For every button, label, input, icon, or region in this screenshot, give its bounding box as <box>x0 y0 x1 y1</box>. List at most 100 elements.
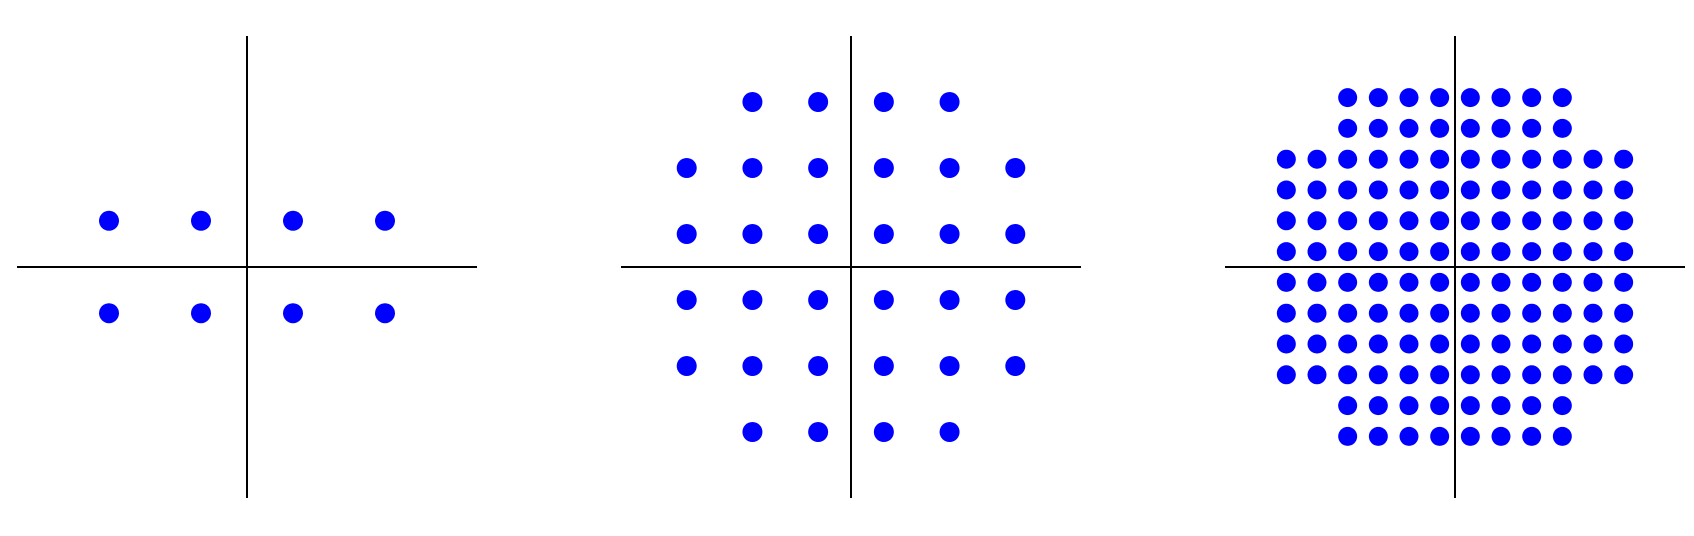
constellation-point <box>676 224 697 244</box>
constellation-point <box>1307 334 1327 354</box>
constellation-point <box>283 210 303 231</box>
constellation-point <box>1522 426 1542 446</box>
constellation-point <box>1368 180 1388 200</box>
constellation-point <box>1522 334 1542 354</box>
constellation-point <box>1583 303 1603 323</box>
constellation-point <box>375 303 395 324</box>
constellation-point <box>1430 365 1450 385</box>
constellation-point <box>1460 88 1480 108</box>
constellation-point <box>1307 365 1327 385</box>
constellation-point <box>1338 242 1358 262</box>
constellation-point <box>1522 88 1542 108</box>
constellation-point <box>1430 88 1450 108</box>
constellation-point <box>1460 272 1480 292</box>
constellation-point <box>1005 158 1026 178</box>
constellation-point <box>808 92 829 112</box>
constellation-point <box>1522 242 1542 262</box>
constellation-point <box>1430 303 1450 323</box>
constellation-panel-128 <box>1225 36 1685 498</box>
constellation-point <box>1338 396 1358 416</box>
constellation-point <box>1583 211 1603 231</box>
constellation-point <box>1338 88 1358 108</box>
constellation-point <box>1614 211 1634 231</box>
constellation-point <box>1460 242 1480 262</box>
constellation-point <box>742 356 763 376</box>
constellation-point <box>1338 303 1358 323</box>
constellation-point <box>1552 365 1572 385</box>
constellation-point <box>1276 149 1296 169</box>
constellation-point <box>1368 272 1388 292</box>
constellation-point <box>1460 211 1480 231</box>
constellation-point <box>1368 334 1388 354</box>
constellation-point <box>1338 365 1358 385</box>
constellation-point <box>1338 118 1358 138</box>
constellation-point <box>1491 149 1511 169</box>
constellation-point <box>1522 303 1542 323</box>
constellation-point <box>1338 211 1358 231</box>
constellation-point <box>1522 396 1542 416</box>
constellation-point <box>1614 272 1634 292</box>
constellation-point <box>1399 334 1419 354</box>
constellation-point <box>1430 242 1450 262</box>
constellation-point <box>191 210 211 231</box>
constellation-point <box>1583 180 1603 200</box>
constellation-point <box>1614 180 1634 200</box>
constellation-point <box>1338 149 1358 169</box>
constellation-point <box>1430 149 1450 169</box>
constellation-point <box>808 224 829 244</box>
constellation-point <box>1491 118 1511 138</box>
constellation-point <box>1552 396 1572 416</box>
constellation-point <box>1583 272 1603 292</box>
constellation-point <box>1368 118 1388 138</box>
constellation-point <box>1491 88 1511 108</box>
constellation-point <box>1522 211 1542 231</box>
constellation-point <box>939 422 960 442</box>
constellation-point <box>676 158 697 178</box>
constellation-point <box>676 290 697 310</box>
constellation-point <box>1276 303 1296 323</box>
constellation-point <box>676 356 697 376</box>
constellation-point <box>742 158 763 178</box>
constellation-point <box>873 422 894 442</box>
constellation-point <box>1491 396 1511 416</box>
constellation-point <box>1552 426 1572 446</box>
constellation-point <box>1522 272 1542 292</box>
constellation-point <box>808 422 829 442</box>
constellation-point <box>1307 211 1327 231</box>
constellation-point <box>1368 211 1388 231</box>
constellation-point <box>1460 149 1480 169</box>
constellation-point <box>1338 180 1358 200</box>
constellation-point <box>1491 365 1511 385</box>
constellation-point <box>742 290 763 310</box>
constellation-point <box>1614 365 1634 385</box>
constellation-point <box>1522 118 1542 138</box>
constellation-point <box>939 92 960 112</box>
constellation-point <box>1491 272 1511 292</box>
constellation-point <box>1460 426 1480 446</box>
constellation-point <box>1368 88 1388 108</box>
constellation-point <box>1522 149 1542 169</box>
constellation-point <box>1552 180 1572 200</box>
constellation-point <box>1399 211 1419 231</box>
constellation-point <box>283 303 303 324</box>
constellation-plot-128 <box>1225 36 1685 498</box>
constellation-point <box>1460 334 1480 354</box>
constellation-point <box>1399 365 1419 385</box>
constellation-point <box>1614 149 1634 169</box>
constellation-point <box>1460 365 1480 385</box>
constellation-point <box>1430 118 1450 138</box>
constellation-point <box>1368 149 1388 169</box>
constellation-point <box>1614 242 1634 262</box>
constellation-point <box>1005 290 1026 310</box>
constellation-point <box>1430 180 1450 200</box>
constellation-point <box>873 158 894 178</box>
constellation-point <box>1583 149 1603 169</box>
constellation-panel-8 <box>17 36 477 498</box>
constellation-point <box>99 210 119 231</box>
constellation-point <box>1430 396 1450 416</box>
constellation-point <box>1552 242 1572 262</box>
constellation-point <box>808 356 829 376</box>
constellation-point <box>1430 272 1450 292</box>
constellation-point <box>1399 272 1419 292</box>
